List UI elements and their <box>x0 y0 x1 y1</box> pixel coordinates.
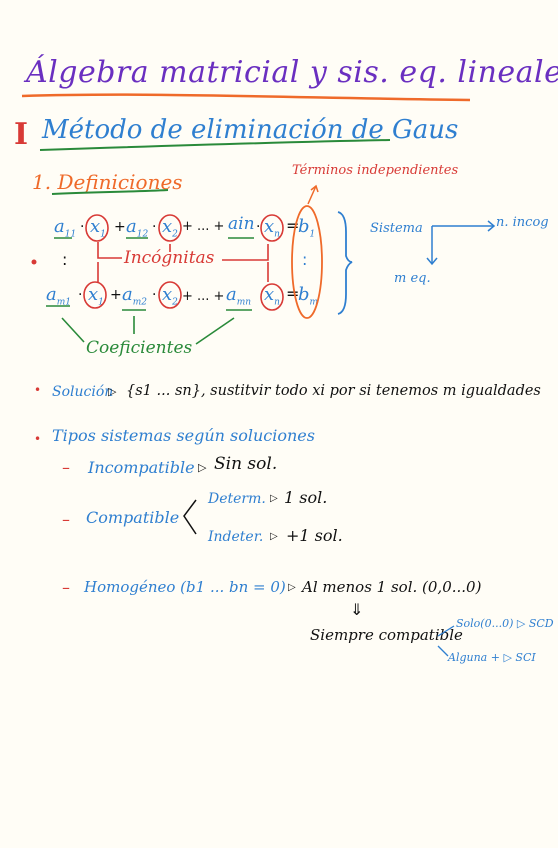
coef-ain: ain <box>228 214 255 234</box>
solution-label: Solución <box>52 384 114 400</box>
siempre-compatible: Siempre compatible <box>310 626 463 644</box>
homogeneo-label: Homogéneo (b1 ... bn = 0) <box>84 578 286 596</box>
var-x2-m: x2 <box>162 284 178 308</box>
plus-dots-m: + ... + <box>182 289 225 304</box>
var-x2: x2 <box>162 216 178 240</box>
dot-op: · <box>80 219 85 235</box>
incompatible-result: Sin sol. <box>214 454 278 474</box>
const-bm: bm <box>298 284 319 308</box>
vdots-left: : <box>62 250 68 269</box>
dot-op: · <box>256 219 261 235</box>
plus-op: + <box>110 287 122 303</box>
arrow-icon: ▷ <box>270 493 278 504</box>
bullet: • <box>34 432 42 446</box>
solution-text: {s1 ... sn}, sustitvir todo xi por si te… <box>126 383 541 399</box>
arrow-icon: ▷ <box>198 461 207 474</box>
definitions-heading: 1. Definiciones <box>32 170 183 194</box>
dot-op: · <box>152 287 157 303</box>
section-numeral: I <box>14 117 29 152</box>
terms-independent-label: Términos independientes <box>292 163 459 178</box>
page-title: Álgebra matricial y sis. eq. lineales <box>26 55 558 90</box>
dot-op: · <box>78 287 83 303</box>
arrow-icon: ▷ <box>270 531 278 542</box>
coeficientes-label: Coeficientes <box>86 338 193 358</box>
homogeneo-result: Al menos 1 sol. (0,0...0) <box>302 578 482 596</box>
indeter-label: Indeter. <box>208 529 264 545</box>
coef-a12: a12 <box>126 216 149 240</box>
determ-label: Determ. <box>208 491 266 507</box>
arrow-icon: ▷ <box>288 582 296 593</box>
determ-result: 1 sol. <box>284 488 328 507</box>
sistema-label: Sistema <box>370 221 423 236</box>
alguna-label: Alguna + ▷ SCI <box>448 651 536 664</box>
n-incog-label: n. incog <box>496 215 549 230</box>
compatible-label: Compatible <box>86 508 180 527</box>
plus-dots: + ... + <box>182 219 225 234</box>
coef-a11: a11 <box>54 216 77 240</box>
arrow-icon: ▷ <box>108 385 117 398</box>
section-title: Método de eliminación de Gaus <box>42 115 459 145</box>
var-x1: x1 <box>90 216 106 240</box>
vdots-b: : <box>302 250 308 269</box>
dash: – <box>62 578 70 597</box>
var-xn: xn <box>264 216 280 240</box>
incompatible-label: Incompatible <box>88 458 195 477</box>
types-heading: Tipos sistemas según soluciones <box>52 426 315 445</box>
bullet: • <box>34 383 42 397</box>
dot-op: · <box>152 219 157 235</box>
implies-icon: ⇓ <box>350 600 364 619</box>
coef-am1: am1 <box>46 284 71 308</box>
const-b1: b1 <box>298 216 316 240</box>
m-eq-label: m eq. <box>394 271 431 286</box>
coef-amn: amn <box>226 284 252 308</box>
solo-label: Solo(0...0) ▷ SCD <box>456 617 554 630</box>
incognitas-label: Incógnitas <box>124 248 215 268</box>
var-xn-m: xn <box>264 284 280 308</box>
coef-am2: am2 <box>122 284 147 308</box>
indeter-result: +1 sol. <box>286 526 343 545</box>
var-x1-m: x1 <box>88 284 104 308</box>
dash: – <box>62 510 70 529</box>
plus-op: + <box>114 219 126 235</box>
dash: – <box>62 458 70 477</box>
